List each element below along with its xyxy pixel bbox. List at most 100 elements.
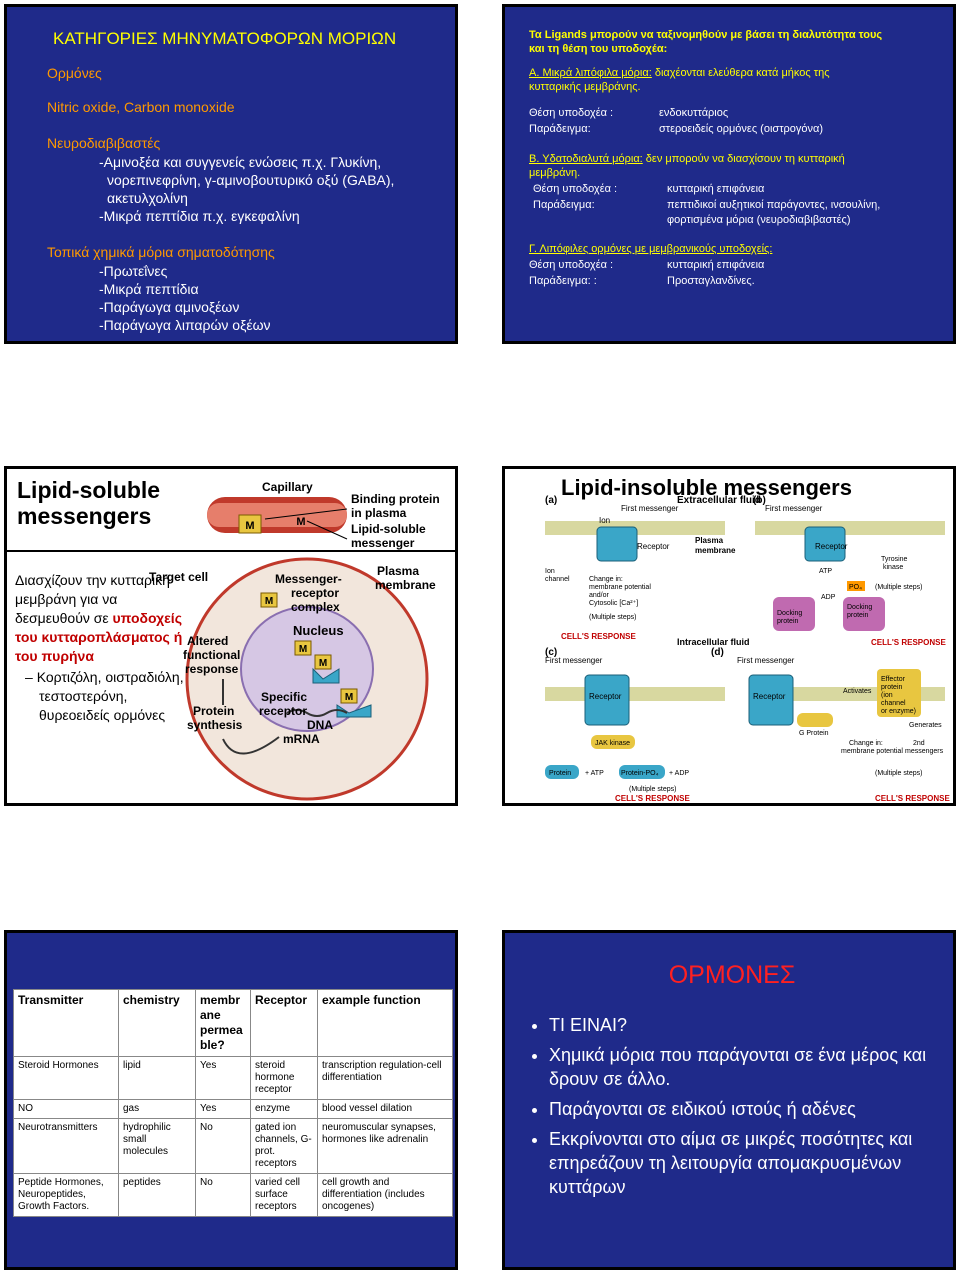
- protein-label: Protein: [549, 770, 571, 777]
- list-item: ΤΙ ΕΙΝΑΙ?: [549, 1013, 959, 1037]
- change-membrane-label-2: membrane potential: [841, 748, 903, 755]
- section-b-position: κυτταρική επιφάνεια: [667, 183, 765, 195]
- table-header-row: Transmitter chemistry membr ane permea b…: [13, 989, 453, 1057]
- list-item: Παράγονται σε ειδικού ιστούς ή αδένες: [549, 1097, 959, 1121]
- docking-protein-2: [843, 597, 885, 631]
- altered-response-label-3: response: [185, 662, 239, 676]
- membrane-b: [755, 521, 945, 535]
- section-b-text: δεν μπορούν να διασχίσουν τη κυτταρική: [642, 153, 845, 165]
- ion-channel-label-1: Ion: [545, 568, 555, 575]
- effector-label-5: or enzyme): [881, 708, 916, 715]
- header-receptor: Receptor: [250, 989, 318, 1057]
- cell: Neurotransmitters: [13, 1118, 119, 1174]
- cell: Peptide Hormones, Neuropeptides, Growth …: [13, 1173, 119, 1217]
- receptor-b: [804, 526, 846, 562]
- header-permeable: membr ane permea ble?: [195, 989, 251, 1057]
- messenger-label-5: M: [319, 658, 327, 669]
- binding-protein-label-2: in plasma: [351, 506, 407, 520]
- section-a-example-label: Παράδειγμα:: [529, 123, 591, 135]
- panel-d-label: (d): [711, 647, 724, 658]
- g-protein: [797, 713, 833, 727]
- change-label-4: Cytosolic [Ca²⁺]: [589, 600, 638, 607]
- docking-protein-label-4: protein: [847, 612, 869, 619]
- messenger-label-3: M: [265, 596, 273, 607]
- membrane-c: [545, 687, 725, 701]
- cell: neuromuscular synapses, hormones like ad…: [317, 1118, 453, 1174]
- neurotransmitters-heading: Νευροδιαβιβαστές: [47, 135, 161, 151]
- cell: NO: [13, 1099, 119, 1119]
- bullet-lipid-soluble: Διασχίζουν την κυτταρική μεμβράνη για να…: [15, 571, 185, 725]
- cell: steroid hormone receptor: [250, 1056, 318, 1100]
- cell: Yes: [195, 1056, 251, 1100]
- header-chemistry: chemistry: [118, 989, 196, 1057]
- first-messenger-a: First messenger: [621, 504, 679, 513]
- po4-badge: [847, 581, 865, 591]
- capillary-label: Capillary: [262, 480, 313, 494]
- panel-c-label: (c): [545, 647, 557, 658]
- effector-protein: [877, 669, 921, 717]
- cell: transcription regulation-cell differenti…: [317, 1056, 453, 1100]
- aminoacids-line-3: ακετυλχολίνη: [107, 190, 188, 206]
- jak-kinase-label: JAK kinase: [595, 740, 630, 747]
- binding-protein-label-1: Binding protein: [351, 492, 440, 506]
- hormones-bullet-list: ΤΙ ΕΙΝΑΙ? Χημικά μόρια που παράγονται σε…: [529, 1013, 959, 1205]
- cell: No: [195, 1173, 251, 1217]
- messenger-nucleus-2: [314, 654, 332, 670]
- section-a-heading: Α. Μικρά λιπόφιλα μόρια:: [529, 67, 652, 79]
- atp-label: ATP: [819, 568, 832, 575]
- messenger-dna: [340, 688, 358, 704]
- slide-lipid-insoluble: Lipid-insoluble messengers (a) (b) (c) (…: [502, 466, 956, 806]
- section-a-line: Α. Μικρά λιπόφιλα μόρια: διαχέονται ελεύ…: [529, 67, 830, 79]
- sub-bullet-examples: – Κορτιζόλη, οιστραδιόλη, τεστοστερόνη, …: [25, 669, 184, 723]
- mr-complex-label-1: Messenger-: [275, 572, 342, 586]
- messenger-nucleus: [294, 640, 312, 656]
- section-a-position-label: Θέση υποδοχέα :: [529, 107, 614, 119]
- hormones-heading: Ορμόνες: [47, 65, 102, 81]
- receptor-d-label: Receptor: [753, 692, 786, 701]
- nucleus: [240, 606, 374, 732]
- lipid-messenger-label-2: messenger: [351, 536, 415, 550]
- section-b-example-label: Παράδειγμα:: [533, 199, 595, 211]
- section-c-position-label: Θέση υποδοχέα :: [529, 259, 614, 271]
- lipid-insoluble-diagram: (a) (b) (c) (d) Extracellular fluid Firs…: [545, 495, 950, 803]
- effector-label-3: (ion: [881, 692, 893, 699]
- cell: Yes: [195, 1099, 251, 1119]
- section-b-position-label: Θέση υποδοχέα :: [533, 183, 618, 195]
- mrna-arrow: [222, 736, 280, 755]
- docking-protein-label-1: Docking: [777, 610, 802, 617]
- cells-response-b: CELL'S RESPONSE: [871, 638, 946, 647]
- slide-title: ΚΑΤΗΓΟΡΙΕΣ ΜΗΝΥΜΑΤΟΦΟΡΩΝ ΜΟΡΙΩΝ: [53, 29, 397, 48]
- g-protein-label: G Protein: [799, 730, 829, 737]
- protein-synthesis-label-1: Protein: [193, 704, 234, 718]
- cell: gated ion channels, G-prot. receptors: [250, 1118, 318, 1174]
- panel-b-label: (b): [753, 495, 766, 506]
- slide-message-categories: ΚΑΤΗΓΟΡΙΕΣ ΜΗΝΥΜΑΤΟΦΟΡΩΝ ΜΟΡΙΩΝ Ορμόνες …: [4, 4, 458, 344]
- mr-complex-label-2: receptor: [291, 586, 339, 600]
- header-transmitter: Transmitter: [13, 989, 119, 1057]
- effector-label-1: Effector: [881, 676, 906, 683]
- local-item-peptides: -Μικρά πεπτίδια: [99, 281, 199, 297]
- table-row: Steroid Hormones lipid Yes steroid hormo…: [13, 1056, 453, 1100]
- section-a-text-2: κυτταρικής μεμβράνης.: [529, 81, 641, 93]
- plus-adp-label: + ADP: [669, 770, 689, 777]
- lipid-soluble-diagram: M M Capillary Binding protein in plasma …: [7, 480, 455, 801]
- target-cell-label: Target cell: [149, 570, 208, 584]
- effector-label-2: protein: [881, 684, 903, 691]
- generates-label: Generates: [909, 722, 942, 729]
- messenger-label-6: M: [345, 692, 353, 703]
- cell: gas: [118, 1099, 196, 1119]
- cells-response-d: CELL'S RESPONSE: [875, 794, 950, 803]
- tyrosine-kinase-label-2: kinase: [883, 564, 903, 571]
- intracellular-label: Intracellular fluid: [677, 637, 750, 647]
- slide-transmitter-table: Transmitter chemistry membr ane permea b…: [4, 930, 458, 1270]
- section-c-example: Προσταγλανδίνες.: [667, 275, 755, 287]
- receptor-in-nucleus: [312, 667, 340, 684]
- effector-label-4: channel: [881, 700, 906, 707]
- bullet-text: Διασχίζουν την κυτταρική μεμβράνη για να…: [15, 572, 170, 626]
- docking-protein-1: [773, 597, 815, 631]
- section-c-heading: Γ. Λιπόφιλες ορμόνες με μεμβρανικούς υπο…: [529, 243, 773, 255]
- protein-blob: [545, 765, 579, 779]
- multiple-steps-c: (Multiple steps): [629, 786, 676, 793]
- messenger-label-2: M: [296, 516, 305, 528]
- slide-title: Lipid-soluble messengers: [17, 477, 161, 529]
